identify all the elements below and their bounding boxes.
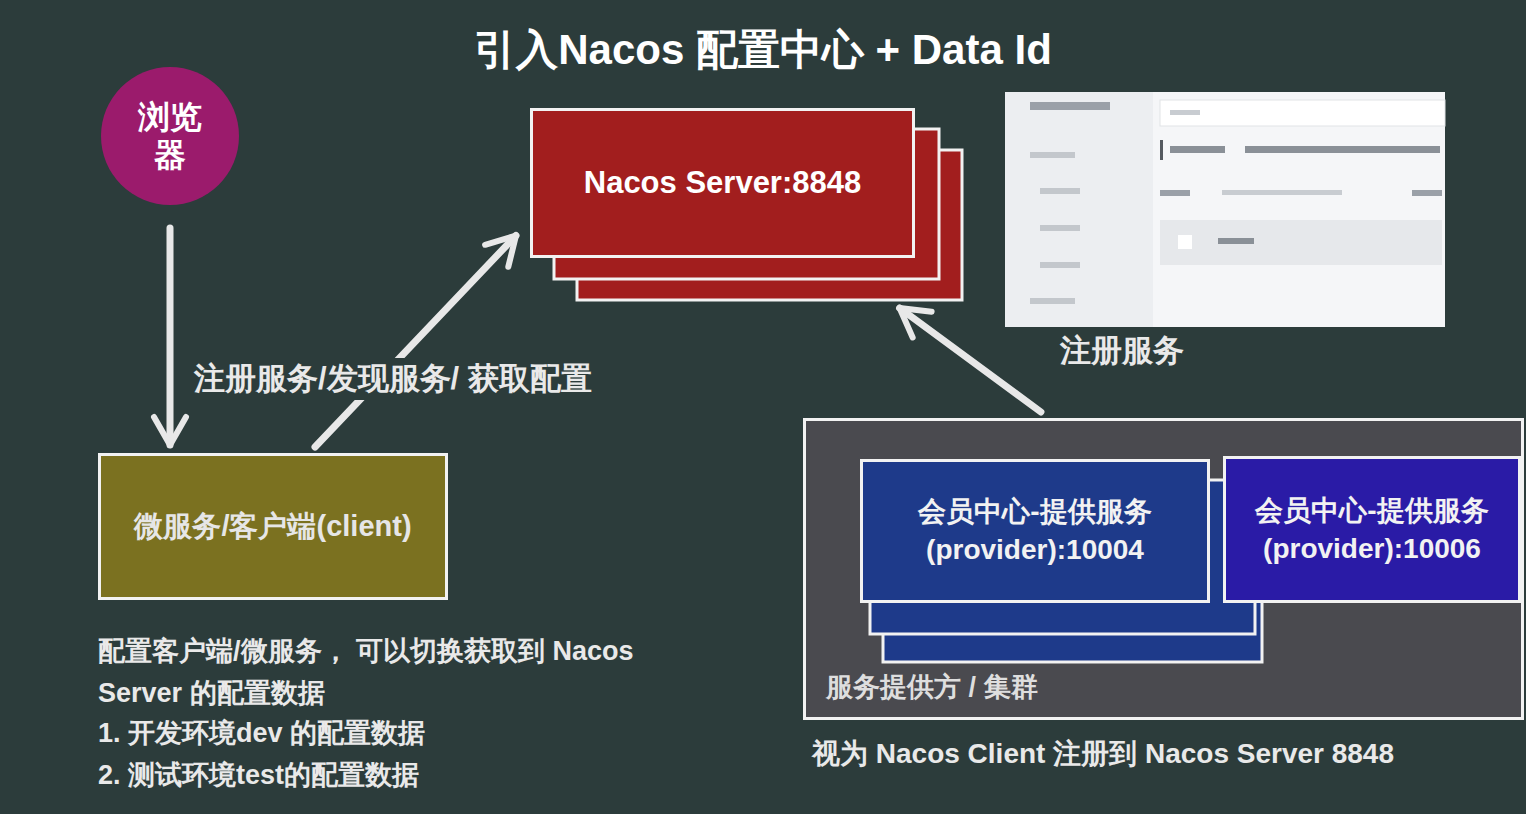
note-text: 1. 开发环境dev 的配置数据 bbox=[98, 714, 425, 753]
circle-outline bbox=[100, 66, 240, 206]
cluster-fill bbox=[803, 418, 1524, 720]
arrow-connector bbox=[900, 308, 1041, 412]
note-text: 配置客户端/微服务， 可以切换获取到 Nacos Server 的配置数据 bbox=[98, 630, 643, 714]
cluster-group: 服务提供方 / 集群 会员中心-提供服务(provider):10004 会员中心-… bbox=[803, 418, 1524, 720]
provider-box: 会员中心-提供服务(provider):10004 bbox=[860, 459, 1210, 603]
node-text: 微服务/客户端(client) bbox=[134, 507, 411, 546]
diagram-title: 引入Nacos 配置中心 + Data Id bbox=[0, 22, 1526, 78]
console-screenshot bbox=[1005, 92, 1445, 327]
client-circle: 浏览器 bbox=[100, 66, 240, 206]
node-text: 会员中心-提供服务(provider):10004 bbox=[875, 493, 1195, 569]
node-text: Nacos Server:8848 bbox=[584, 162, 861, 204]
client-box: 微服务/客户端(client) bbox=[98, 453, 448, 600]
node-text: 浏览器 bbox=[134, 98, 206, 175]
edge-label: 注册服务/发现服务/ 获取配置 bbox=[190, 358, 596, 400]
node-text: 会员中心-提供服务(provider):10006 bbox=[1238, 492, 1506, 568]
provider-box: 会员中心-提供服务(provider):10006 bbox=[1223, 456, 1521, 603]
group-heading: 服务提供方 / 集群 bbox=[826, 669, 1038, 705]
note-text: 视为 Nacos Client 注册到 Nacos Server 8848 bbox=[812, 733, 1394, 774]
arrow-connector bbox=[167, 228, 174, 445]
note-text: 2. 测试环境test的配置数据 bbox=[98, 756, 419, 795]
arrow-connector bbox=[315, 236, 516, 448]
server-box: Nacos Server:8848 bbox=[530, 108, 915, 258]
edge-label: 注册服务 bbox=[1060, 330, 1184, 372]
